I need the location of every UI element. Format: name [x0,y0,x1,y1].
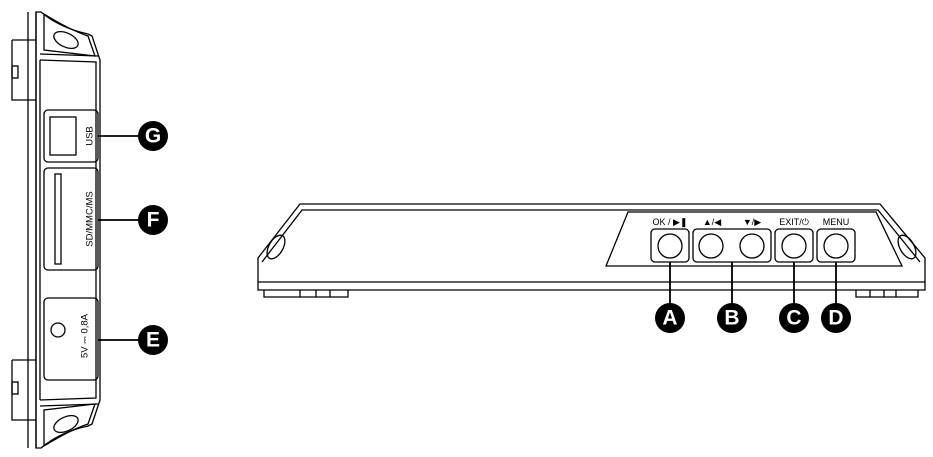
usb-port-slot [49,116,77,156]
usb-label: USB [85,126,96,146]
card-slot-opening [54,173,62,265]
front-right-screw [897,234,917,260]
callout-c: C [779,303,809,333]
callout-b-letter: B [724,307,739,330]
callout-g-circle [138,121,168,151]
control-panel [605,211,904,267]
callout-c-letter: C [786,307,801,330]
callout-e: E [138,325,168,355]
side-top-screw [53,30,79,50]
up-button[interactable] [698,233,724,259]
callout-g-letter: G [145,125,161,148]
ok-button[interactable] [657,233,683,259]
side-leader-lines [98,135,140,341]
front-left-feet [263,290,349,298]
callout-d: D [821,303,851,333]
callout-b: B [717,303,747,333]
exit-button-label: EXIT/⏻ [779,217,809,227]
callout-c-circle [779,303,809,333]
card-slot-label: SD/MMC/MS [85,191,96,246]
power-jack-hole [50,322,66,338]
callout-f-circle [138,205,168,235]
side-top-bumper [43,12,96,57]
exit-button[interactable] [781,233,807,259]
power-label: 5V ⎓ 0,8A [80,313,91,358]
ok-button-label: OK / ▶❚ [653,217,688,228]
front-body-inner [261,209,921,263]
callout-b-circle [717,303,747,333]
callout-f: F [138,205,168,235]
up-button-label: ▲/◀ [703,217,721,227]
side-view [11,11,101,449]
side-bottom-screw [53,414,79,434]
front-left-screw [266,234,286,260]
down-button[interactable] [739,233,765,259]
power-jack-frame [43,297,99,381]
callout-a-circle [655,303,685,333]
side-clip-top [11,65,19,79]
callout-d-circle [821,303,851,333]
side-body-outline [35,11,101,449]
menu-button[interactable] [823,233,849,259]
callout-a: A [655,303,685,333]
callout-d-letter: D [828,307,843,330]
front-body-outline [257,203,926,291]
down-button-label: ▼/▶ [743,217,761,227]
callout-e-circle [138,325,168,355]
front-right-feet [855,290,919,298]
callout-g: G [138,121,168,151]
front-leader-lines [669,262,837,304]
callout-e-letter: E [146,329,160,352]
side-left-rail [11,39,36,421]
side-clip-bottom [11,381,19,395]
callout-a-letter: A [662,307,677,330]
callout-f-letter: F [147,209,160,232]
card-slot-frame [43,167,99,271]
menu-button-label: MENU [823,217,850,227]
side-bottom-bumper [43,403,96,448]
